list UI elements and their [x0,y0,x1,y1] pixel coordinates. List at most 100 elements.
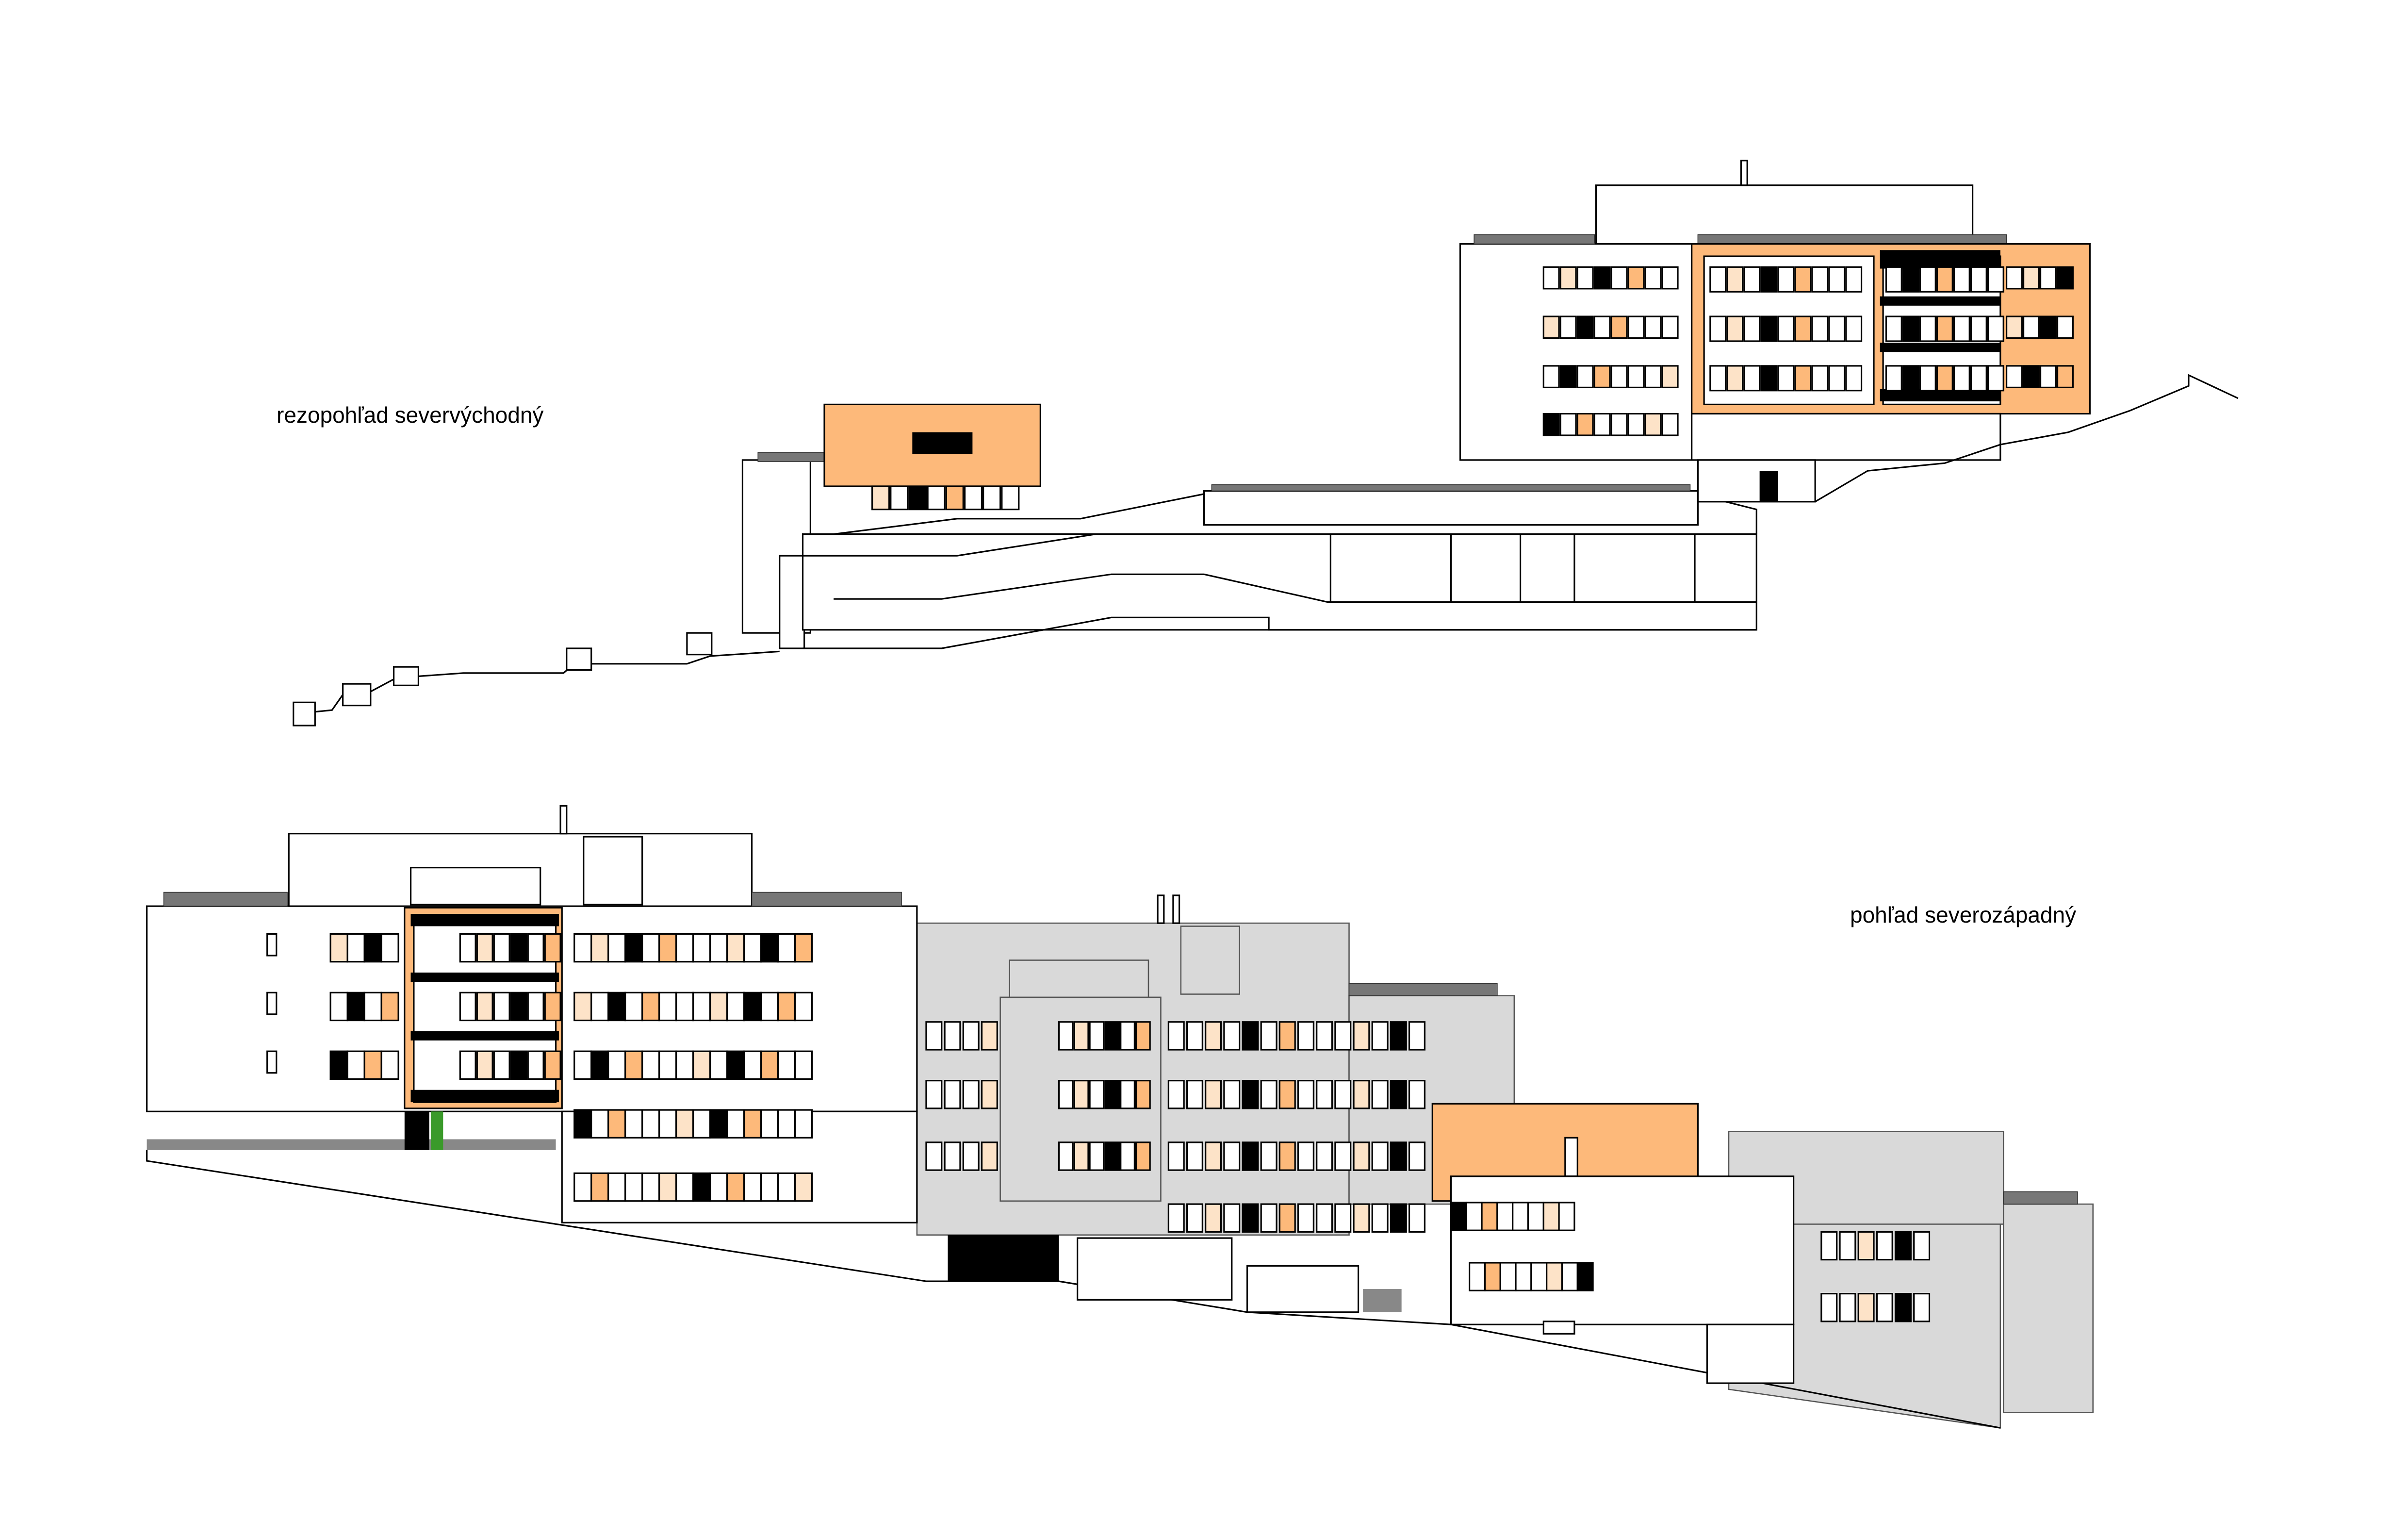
window [794,1109,813,1139]
window [1408,1141,1425,1171]
window [1593,315,1611,339]
window [346,933,365,963]
window [1242,1080,1259,1109]
window [1845,266,1863,293]
window [1242,1141,1259,1171]
window [1828,365,1846,392]
window [590,991,609,1022]
window [1390,1080,1407,1109]
window [1576,266,1594,290]
window [641,1172,660,1202]
window [1777,315,1795,342]
window [1857,1231,1875,1261]
window [777,1050,796,1080]
window [1242,1021,1259,1051]
window [1936,266,1953,293]
window [1885,365,1902,392]
window [1919,365,1936,392]
window [1777,266,1795,293]
window [544,1050,561,1080]
window [1527,1202,1544,1231]
window [1743,365,1761,392]
window [1936,365,1953,392]
window [1167,1203,1185,1233]
window [1260,1203,1278,1233]
window [871,485,890,511]
window [1371,1141,1389,1171]
window [1001,485,1020,511]
stair-tower [779,555,805,649]
window [493,1050,510,1080]
window [675,1109,694,1139]
window [1205,1021,1222,1051]
window [1223,1141,1241,1171]
window [1481,1202,1498,1231]
window [1316,1080,1333,1109]
window [777,991,796,1022]
window [607,1109,626,1139]
window [2005,315,2023,339]
window [1465,1202,1483,1231]
terrain-steps [293,632,713,727]
window [1953,315,1970,342]
window [590,1109,609,1139]
window [1953,266,1970,293]
window [1987,266,2004,293]
window [1334,1203,1352,1233]
window [1743,266,1761,293]
window [607,1172,626,1202]
window [2056,365,2074,388]
window [1073,1080,1089,1109]
window [658,1109,677,1139]
window [945,485,964,511]
window [658,1172,677,1202]
window [743,1172,762,1202]
window [1885,266,1902,293]
window [1408,1203,1425,1233]
window [794,1172,813,1202]
window [1794,365,1812,392]
window [1408,1080,1425,1109]
white-front-block [1450,1175,1795,1325]
window [624,1050,643,1080]
window [1661,365,1679,388]
window [573,991,592,1022]
window [1987,315,2004,342]
window [2039,315,2057,339]
window [709,1050,728,1080]
window [1661,315,1679,339]
window [1936,315,1953,342]
window [459,933,476,963]
window [476,933,493,963]
window [1661,266,1679,290]
window [1709,365,1727,392]
window [1610,413,1628,436]
window [1644,365,1662,388]
window [675,991,694,1022]
window [573,1050,592,1080]
window [1223,1080,1241,1109]
window [1135,1021,1151,1051]
window [2039,365,2057,388]
window [1743,315,1761,342]
window [1828,315,1846,342]
window [1627,266,1645,290]
window [1484,1262,1501,1291]
window [363,991,382,1022]
window [709,991,728,1022]
window [1205,1080,1222,1109]
window [363,1050,382,1080]
window [607,933,626,963]
window [1777,365,1795,392]
window [1576,315,1594,339]
window [380,1050,399,1080]
window [675,933,694,963]
window [1408,1021,1425,1051]
window [607,1050,626,1080]
window [777,1172,796,1202]
window [981,1141,998,1171]
window [1512,1202,1529,1231]
window [1559,315,1577,339]
pavilion-roof-parapet [757,452,825,462]
